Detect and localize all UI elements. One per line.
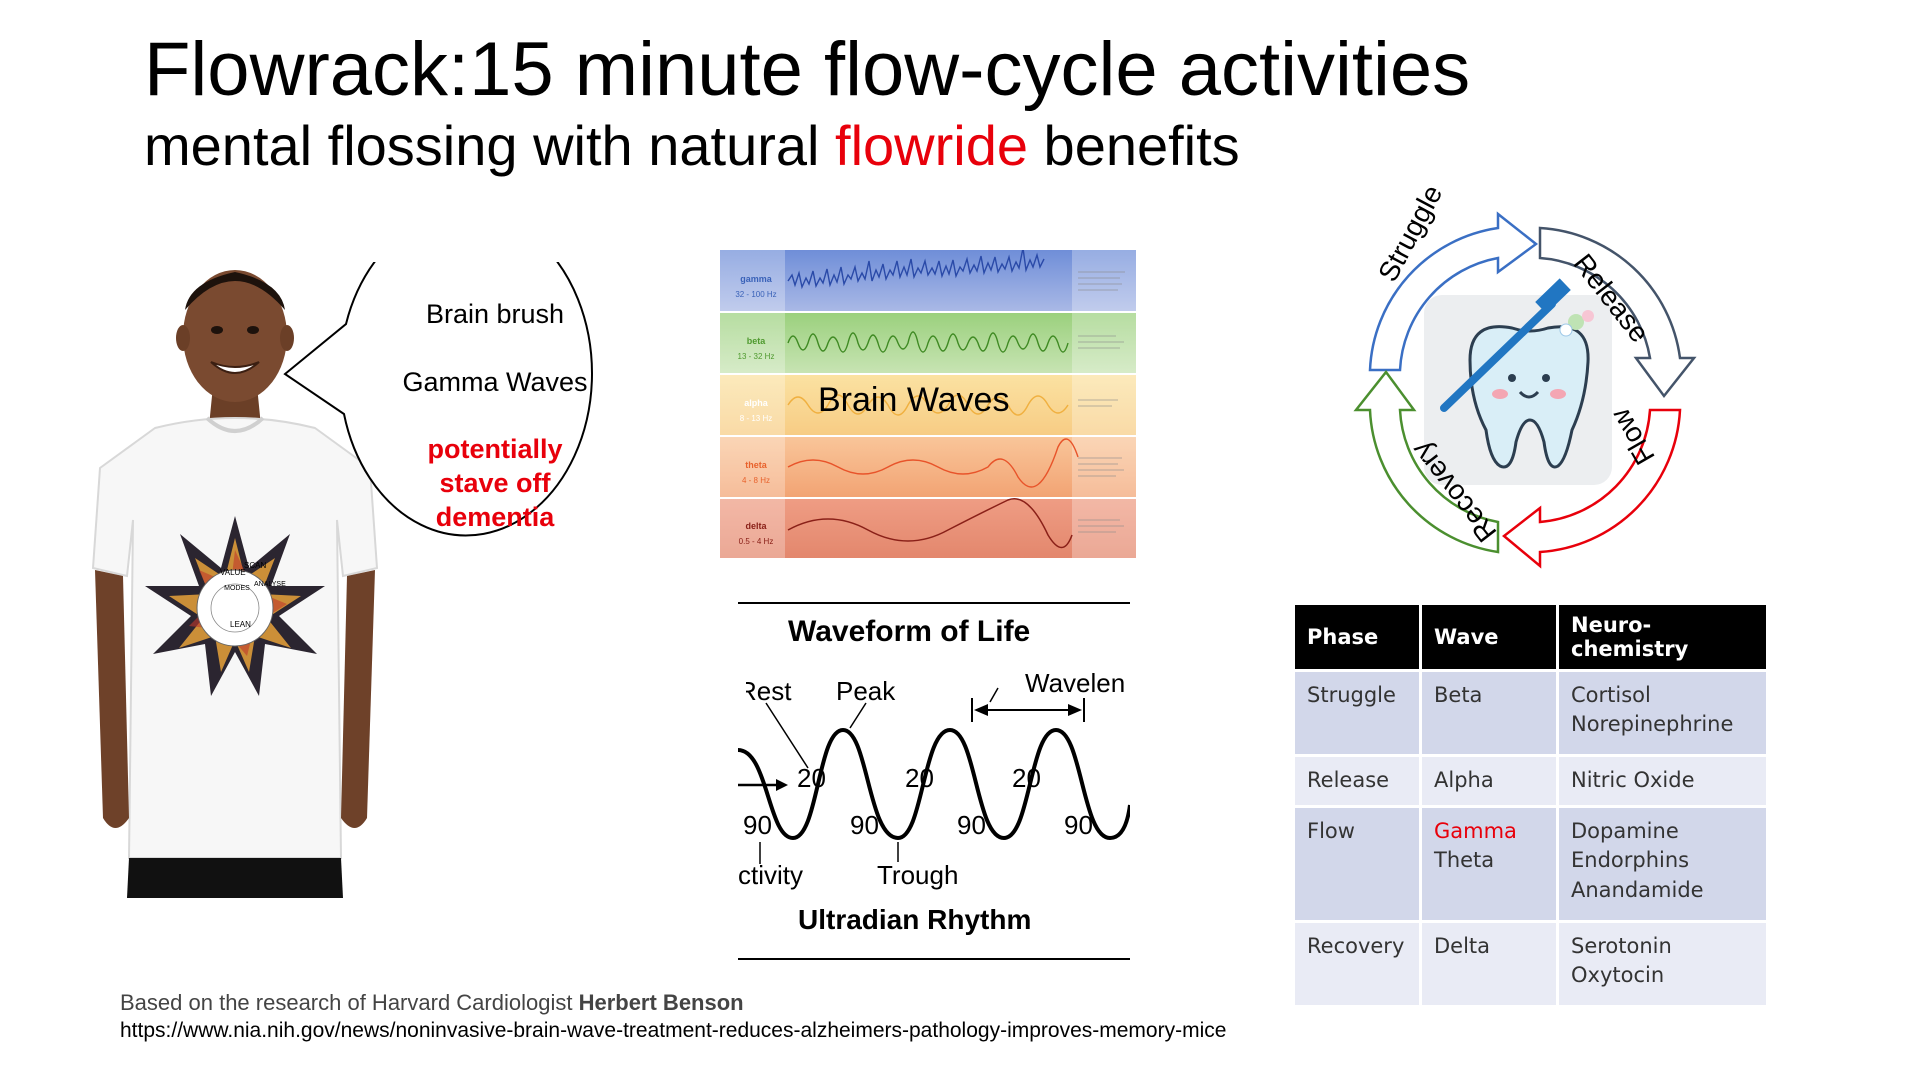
header-neurochemistry: Neuro-chemistry — [1559, 605, 1766, 669]
phase-table: Phase Wave Neuro-chemistry Struggle Beta… — [1292, 602, 1769, 1008]
slide-title: Flowrack:15 minute flow-cycle activities — [144, 27, 1471, 112]
label-20-a: 20 — [797, 763, 826, 793]
chem-item: Norepinephrine — [1571, 712, 1734, 737]
band-gamma-hz: 32 - 100 Hz — [735, 290, 777, 299]
credit-prefix: Based on the research of Harvard Cardiol… — [120, 990, 579, 1015]
label-20-b: 20 — [905, 763, 934, 793]
table-row: Release Alpha Nitric Oxide — [1295, 757, 1766, 805]
band-beta-name: beta — [746, 336, 766, 346]
band-delta-hz: 0.5 - 4 Hz — [738, 537, 774, 546]
subtitle-highlight: flowride — [835, 114, 1028, 177]
label-trough: Trough — [877, 860, 959, 890]
table-header-row: Phase Wave Neuro-chemistry — [1295, 605, 1766, 669]
waveform-title: Waveform of Life — [788, 615, 1031, 648]
band-theta-hz: 4 - 8 Hz — [741, 476, 770, 485]
wave-gamma: Gamma — [1434, 819, 1517, 843]
band-beta-hz: 13 - 32 Hz — [737, 352, 775, 361]
subtitle-text-end: benefits — [1027, 114, 1240, 177]
waveform-of-life-diagram — [738, 602, 1130, 960]
bubble-line-1: Brain brush — [425, 299, 565, 329]
chem-item: Nitric Oxide — [1571, 768, 1695, 792]
cell-wave: Alpha — [1422, 757, 1556, 805]
band-theta-name: theta — [745, 460, 767, 470]
label-90-a: 90 — [743, 810, 772, 840]
label-90-c: 90 — [957, 810, 986, 840]
band-alpha-name: alpha — [744, 398, 768, 408]
band-alpha-hz: 8 - 13 Hz — [739, 414, 773, 423]
source-url[interactable]: https://www.nia.nih.gov/news/noninvasive… — [120, 1019, 1227, 1042]
cell-phase: Release — [1295, 757, 1419, 805]
label-peak: Peak — [836, 676, 896, 706]
credit-name: Herbert Benson — [578, 990, 744, 1015]
chem-item: Anandamide — [1571, 877, 1704, 902]
shirt-ring-value: VALUE — [220, 568, 246, 577]
cell-wave: Beta — [1422, 672, 1556, 754]
cell-phase: Flow — [1295, 808, 1419, 920]
chem-item: Cortisol — [1571, 683, 1651, 707]
waveform-caption: Ultradian Rhythm — [798, 904, 1032, 935]
person-illustration — [91, 270, 379, 898]
chem-item: Serotonin — [1571, 934, 1672, 958]
chem-item: Endorphins — [1571, 848, 1690, 873]
header-phase: Phase — [1295, 605, 1419, 669]
label-20-c: 20 — [1012, 763, 1041, 793]
cell-wave: Delta — [1422, 923, 1556, 1005]
chem-item: Oxytocin — [1571, 963, 1665, 988]
shirt-ring-scan: SCAN — [244, 561, 267, 570]
brain-waves-label: Brain Waves — [818, 381, 1010, 419]
credit-line: Based on the research of Harvard Cardiol… — [120, 990, 744, 1016]
chem-item: Dopamine — [1571, 819, 1679, 843]
flow-cycle-diagram — [1353, 211, 1697, 569]
band-delta-name: delta — [745, 521, 767, 531]
bubble-line-2: Gamma Waves — [402, 367, 588, 397]
wave-theta: Theta — [1434, 848, 1495, 873]
shirt-modes-label: MODES — [224, 585, 250, 592]
label-90-d: 90 — [1064, 810, 1093, 840]
label-wavelength: Wavelen — [1025, 668, 1126, 698]
label-90-b: 90 — [850, 810, 879, 840]
band-gamma-name: gamma — [740, 274, 772, 284]
shirt-ring-analyse: ANALYSE — [254, 581, 286, 588]
slide-subtitle: mental flossing with natural flowride be… — [144, 114, 1240, 178]
shirt-ring-lean: LEAN — [230, 620, 251, 629]
brain-waves-chart — [720, 250, 1136, 558]
label-rest: Rest — [738, 676, 792, 706]
cell-phase: Recovery — [1295, 923, 1419, 1005]
bubble-line-3: potentially stave off dementia — [427, 434, 563, 532]
speech-bubble — [283, 262, 593, 537]
cell-chem: Nitric Oxide — [1559, 757, 1766, 805]
subtitle-text: mental flossing with natural — [144, 114, 836, 177]
label-activity: ctivity — [738, 860, 803, 890]
header-wave: Wave — [1422, 605, 1556, 669]
cell-phase: Struggle — [1295, 672, 1419, 754]
